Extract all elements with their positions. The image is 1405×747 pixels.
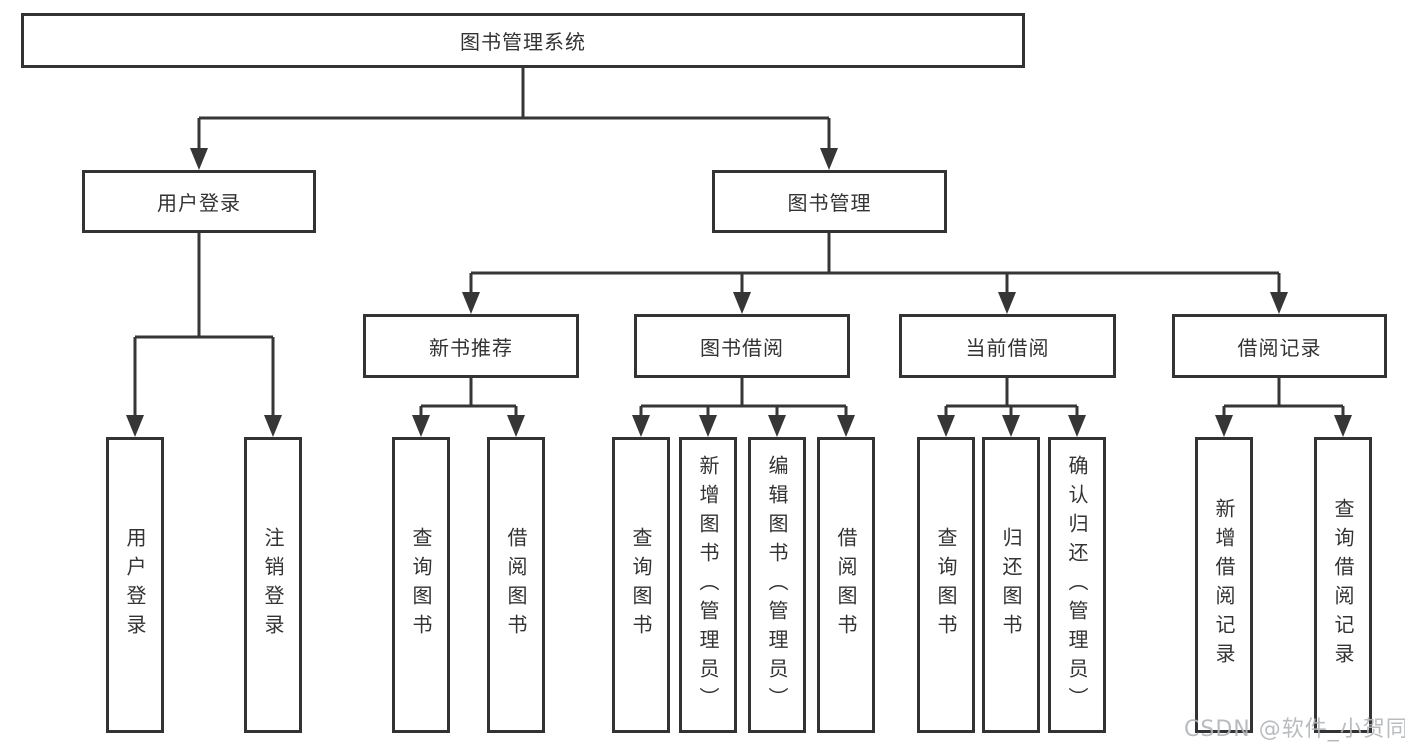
arrowhead-leaf-borrow-books-b xyxy=(507,415,525,437)
leaf-label: 查询图书 xyxy=(934,527,958,643)
leaf-label: 借阅图书 xyxy=(504,527,528,643)
arrowhead-leaf-return-books xyxy=(1002,415,1020,437)
node-label: 借阅记录 xyxy=(1237,335,1322,360)
connector-user-login-children xyxy=(126,233,282,437)
connector-borrow-records-children xyxy=(1215,378,1352,437)
arrowhead-book-borrow xyxy=(733,292,751,314)
arrowhead-leaf-borrow-books-c xyxy=(837,415,855,437)
arrowhead-leaf-edit-books xyxy=(768,415,786,437)
leaf-label: 查询图书 xyxy=(409,527,433,643)
arrowhead-new-book-recommend xyxy=(462,292,480,314)
arrowhead-leaf-query-books-c xyxy=(632,415,650,437)
csdn-watermark: CSDN @软件_小贺同学 xyxy=(1184,717,1405,742)
leaf-borrow-books-newbooks: 借阅图书 xyxy=(487,437,545,733)
leaf-label: 注销登录 xyxy=(261,527,285,643)
arrowhead-borrow-records xyxy=(1270,292,1288,314)
leaf-label: 编辑图书（管理员） xyxy=(765,454,789,716)
connector-current-borrow-children xyxy=(937,378,1086,437)
leaf-query-books-newbooks: 查询图书 xyxy=(392,437,450,733)
leaf-add-books-admin: 新增图书（管理员） xyxy=(679,437,737,733)
arrowhead-leaf-login xyxy=(126,415,144,437)
arrowhead-leaf-logout xyxy=(264,415,282,437)
arrowhead-leaf-query-books-d xyxy=(937,415,955,437)
connector-book-borrow-children xyxy=(632,378,855,437)
leaf-label: 查询图书 xyxy=(629,527,653,643)
node-label: 用户登录 xyxy=(157,191,241,215)
leaf-label: 确认归还（管理员） xyxy=(1065,454,1089,716)
leaf-query-books-current: 查询图书 xyxy=(917,437,975,733)
leaf-logout-login: 注销登录 xyxy=(244,437,302,733)
arrowhead-current-borrow xyxy=(998,292,1016,314)
arrowhead-leaf-add-record xyxy=(1215,415,1233,437)
leaf-label: 新增借阅记录 xyxy=(1212,498,1236,672)
connector-root-to-level2 xyxy=(190,68,838,170)
node-label: 图书借阅 xyxy=(700,335,784,360)
arrowhead-leaf-query-books-b xyxy=(412,415,430,437)
leaf-label: 查询借阅记录 xyxy=(1331,498,1355,672)
leaf-query-books-borrow: 查询图书 xyxy=(612,437,670,733)
leaf-confirm-return-admin: 确认归还（管理员） xyxy=(1048,437,1106,733)
leaf-borrow-books-borrow: 借阅图书 xyxy=(817,437,875,733)
arrowhead-user-login xyxy=(190,148,208,170)
leaf-user-login: 用户登录 xyxy=(106,437,164,733)
arrowhead-leaf-query-record xyxy=(1334,415,1352,437)
leaf-label: 新增图书（管理员） xyxy=(696,454,720,716)
node-label: 图书管理 xyxy=(787,191,872,215)
node-new-book-recommend: 新书推荐 xyxy=(363,314,579,378)
node-book-management: 图书管理 xyxy=(712,170,947,233)
node-label: 新书推荐 xyxy=(429,335,513,360)
leaf-label: 归还图书 xyxy=(999,527,1023,643)
leaf-add-borrow-record: 新增借阅记录 xyxy=(1195,437,1253,733)
connector-new-book-children xyxy=(412,378,525,437)
leaf-label: 用户登录 xyxy=(123,527,147,643)
connector-book-management-children xyxy=(462,233,1288,314)
leaf-label: 借阅图书 xyxy=(834,527,858,643)
arrowhead-leaf-add-books xyxy=(699,415,717,437)
arrowhead-book-management xyxy=(820,148,838,170)
arrowhead-leaf-confirm-return xyxy=(1068,415,1086,437)
node-library-management-system: 图书管理系统 xyxy=(21,13,1025,68)
node-label: 当前借阅 xyxy=(965,335,1050,360)
node-current-borrow: 当前借阅 xyxy=(899,314,1116,378)
leaf-return-books: 归还图书 xyxy=(982,437,1040,733)
leaf-edit-books-admin: 编辑图书（管理员） xyxy=(748,437,806,733)
node-user-login: 用户登录 xyxy=(82,170,316,233)
leaf-query-borrow-record: 查询借阅记录 xyxy=(1314,437,1372,733)
node-label: 图书管理系统 xyxy=(460,30,586,54)
node-book-borrow: 图书借阅 xyxy=(634,314,850,378)
node-borrow-records: 借阅记录 xyxy=(1172,314,1387,378)
